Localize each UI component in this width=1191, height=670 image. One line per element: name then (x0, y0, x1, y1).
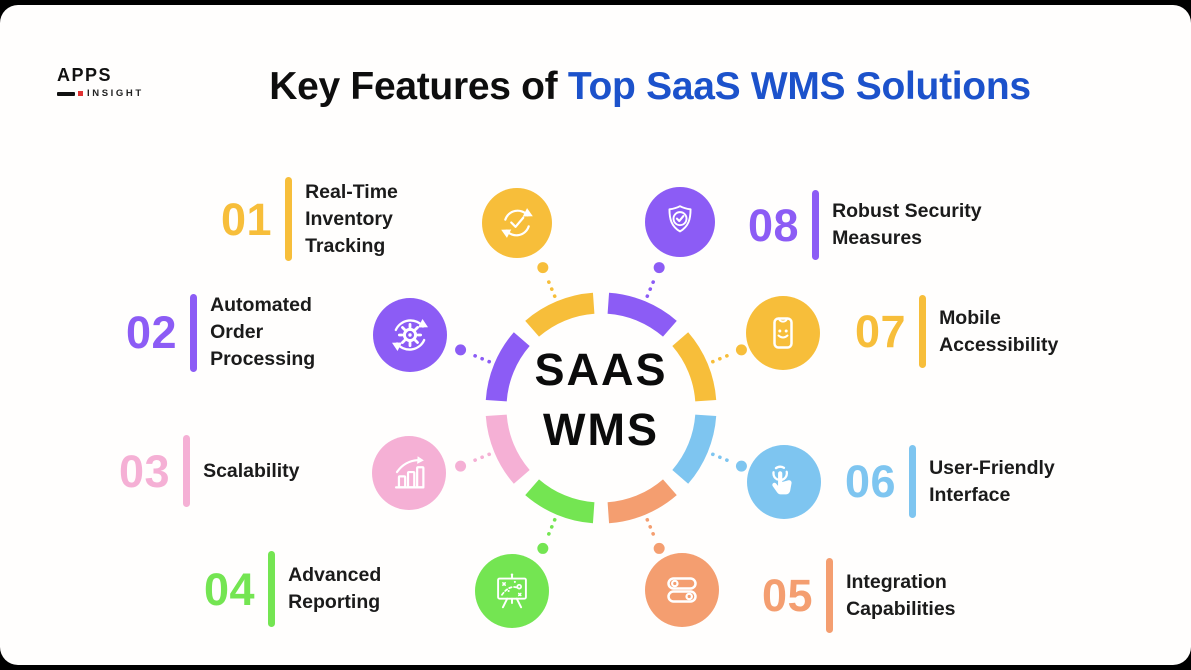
mobile-phone-icon (746, 296, 820, 370)
feature-01: 01 Real-Time Inventory Tracking (221, 177, 398, 261)
feature-number: 08 (748, 199, 800, 251)
feature-08: 08 Robust Security Measures (748, 190, 982, 260)
center-label: SAAS WMS (451, 347, 751, 452)
feature-number: 07 (855, 306, 907, 357)
feature-divider (826, 558, 834, 633)
feature-number: 03 (119, 445, 171, 497)
page-title: Key Features of Top SaaS WMS Solutions (150, 65, 1150, 109)
feature-divider (285, 177, 293, 261)
feature-number: 04 (204, 563, 256, 615)
feature-04: 04 Advanced Reporting (204, 551, 381, 627)
feature-divider (268, 551, 276, 627)
feature-07: 07 Mobile Accessibility (855, 295, 1058, 368)
feature-number: 06 (845, 456, 897, 507)
feature-divider (812, 190, 820, 260)
apps-insight-logo: APPS INSIGHT (57, 65, 167, 99)
feature-label: Robust Security Measures (832, 200, 982, 249)
feature-divider (190, 293, 198, 372)
page-title-prefix: Key Features of (269, 65, 568, 108)
growth-chart-icon (372, 436, 446, 510)
sync-check-icon (482, 188, 552, 258)
toggle-switches-icon (645, 553, 719, 627)
center-label-line1: SAAS (534, 344, 668, 395)
feature-number: 05 (762, 570, 814, 621)
feature-label: Integration Capabilities (846, 570, 956, 620)
feature-number: 01 (221, 193, 273, 245)
center-label-line2: WMS (543, 404, 659, 455)
page-title-highlight: Top SaaS WMS Solutions (567, 65, 1031, 108)
logo-underline-bar (57, 91, 75, 96)
infographic-page: APPS INSIGHT Key Features of Top SaaS WM… (0, 5, 1191, 665)
logo-insight-text: INSIGHT (87, 88, 144, 99)
logo-underline-row: INSIGHT (57, 88, 167, 99)
feature-03: 03 Scalability (119, 435, 300, 507)
feature-06: 06 User-Friendly Interface (845, 445, 1055, 518)
logo-apps-text: APPS (57, 65, 113, 85)
feature-05: 05 Integration Capabilities (762, 558, 956, 633)
feature-02: 02 Automated Order Processing (126, 292, 315, 373)
logo-red-dot (78, 91, 83, 96)
feature-divider (183, 435, 191, 507)
feature-label: Automated Order Processing (210, 294, 316, 370)
feature-divider (919, 295, 927, 368)
shield-check-icon (645, 187, 715, 257)
feature-label: Advanced Reporting (288, 564, 382, 613)
feature-label: Mobile Accessibility (939, 306, 1059, 356)
feature-divider (909, 445, 917, 518)
gear-automation-icon (373, 298, 447, 372)
feature-label: User-Friendly Interface (929, 456, 1055, 506)
feature-label: Scalability (203, 459, 300, 482)
feature-number: 02 (126, 307, 178, 358)
strategy-board-icon (475, 554, 549, 628)
tap-gesture-icon (747, 445, 821, 519)
feature-label: Real-Time Inventory Tracking (305, 180, 398, 257)
